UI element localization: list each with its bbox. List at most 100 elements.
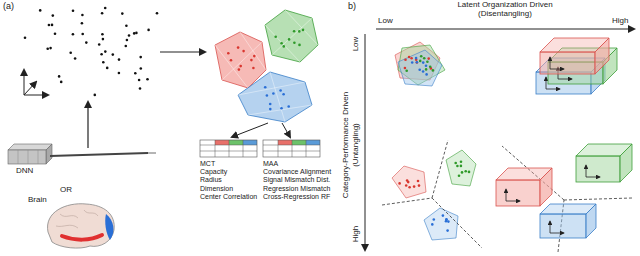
data-point xyxy=(252,67,255,70)
flow-arrow xyxy=(232,123,268,137)
axis-title: Category-Performance Driven xyxy=(342,92,351,198)
flow-arrow xyxy=(87,102,88,148)
metric-name: Capacity xyxy=(200,168,227,176)
metric-name: Covariance Alignment xyxy=(263,168,331,176)
data-point xyxy=(272,92,275,95)
axis-arrow xyxy=(376,29,634,30)
data-point xyxy=(60,81,63,84)
data-point xyxy=(134,72,137,75)
scatter-axes xyxy=(24,70,48,95)
data-point xyxy=(282,93,285,96)
data-point xyxy=(426,60,429,63)
data-point xyxy=(239,65,242,68)
flow-arrow xyxy=(160,51,205,52)
data-point xyxy=(49,47,52,50)
data-point xyxy=(250,59,253,62)
data-point xyxy=(74,57,77,60)
metric-name: MCT xyxy=(200,160,215,168)
axis-end: Low xyxy=(352,37,361,52)
manifold-box xyxy=(576,144,632,182)
data-point xyxy=(423,57,426,60)
generated-art xyxy=(24,7,632,238)
metric-name: Center Correlation xyxy=(200,193,257,201)
decision-boundary xyxy=(382,140,632,252)
box-face xyxy=(496,180,540,206)
data-point xyxy=(135,32,138,35)
data-point xyxy=(102,61,105,64)
data-point xyxy=(69,52,72,55)
axis-arrow xyxy=(558,79,572,80)
manifold-box xyxy=(540,204,596,238)
data-point xyxy=(266,94,269,97)
data-point xyxy=(238,68,241,71)
data-point xyxy=(460,165,463,168)
data-point xyxy=(72,9,75,12)
source-label: Brain xyxy=(28,196,47,205)
data-point xyxy=(417,180,420,183)
axis-end: High xyxy=(352,226,361,242)
data-point xyxy=(269,108,272,111)
data-point xyxy=(419,60,422,63)
data-point xyxy=(274,35,277,38)
data-point xyxy=(125,25,128,28)
data-point xyxy=(230,59,233,62)
manifold-red xyxy=(215,32,266,88)
data-point xyxy=(398,182,401,185)
data-point xyxy=(288,38,291,41)
data-point xyxy=(425,64,428,67)
data-point xyxy=(139,56,142,59)
data-point xyxy=(112,53,115,56)
data-point xyxy=(101,33,104,36)
data-point xyxy=(54,32,57,35)
data-point xyxy=(446,229,449,232)
data-point xyxy=(128,34,131,37)
data-point xyxy=(460,161,463,164)
manifold-edges xyxy=(215,10,318,122)
data-point xyxy=(447,220,450,223)
data-point xyxy=(422,70,425,73)
flow-arrow xyxy=(282,123,290,137)
data-point xyxy=(287,105,290,108)
data-point xyxy=(293,30,296,33)
data-point xyxy=(52,14,55,17)
data-point xyxy=(454,162,457,165)
data-point xyxy=(101,12,104,15)
data-point xyxy=(411,61,414,64)
data-point xyxy=(427,57,430,60)
data-point xyxy=(415,57,418,60)
box-face xyxy=(576,156,620,182)
data-point xyxy=(442,214,445,217)
axis-title: Latent Organization Driven xyxy=(457,1,552,10)
axis-arrow xyxy=(506,189,507,201)
metric-table xyxy=(200,140,257,157)
data-point xyxy=(280,107,283,110)
data-point xyxy=(405,69,408,72)
data-point xyxy=(416,61,419,64)
data-point xyxy=(264,86,267,89)
tangled-manifolds xyxy=(395,42,445,86)
box-face xyxy=(540,214,586,238)
data-point xyxy=(431,223,434,226)
box-face xyxy=(620,144,632,182)
metric-name: Cross-Regression RF xyxy=(263,193,330,201)
axis-arrow xyxy=(550,69,564,70)
manifold-box xyxy=(496,168,552,206)
data-point xyxy=(433,218,436,221)
source-label: DNN xyxy=(16,167,33,176)
data-point xyxy=(416,61,419,64)
data-point xyxy=(227,52,230,55)
axis-arrow xyxy=(546,89,560,90)
dnn-device xyxy=(8,144,156,164)
data-point xyxy=(125,45,128,48)
data-point xyxy=(432,69,435,72)
data-point xyxy=(104,7,107,10)
manifold-green xyxy=(265,10,318,62)
data-point xyxy=(156,12,159,15)
manifold-box xyxy=(540,38,609,74)
data-point xyxy=(139,87,142,90)
axis-arrow xyxy=(586,165,587,177)
data-point xyxy=(422,61,425,64)
data-point xyxy=(48,24,51,27)
data-point xyxy=(133,32,136,35)
manifold-blue xyxy=(238,72,312,122)
